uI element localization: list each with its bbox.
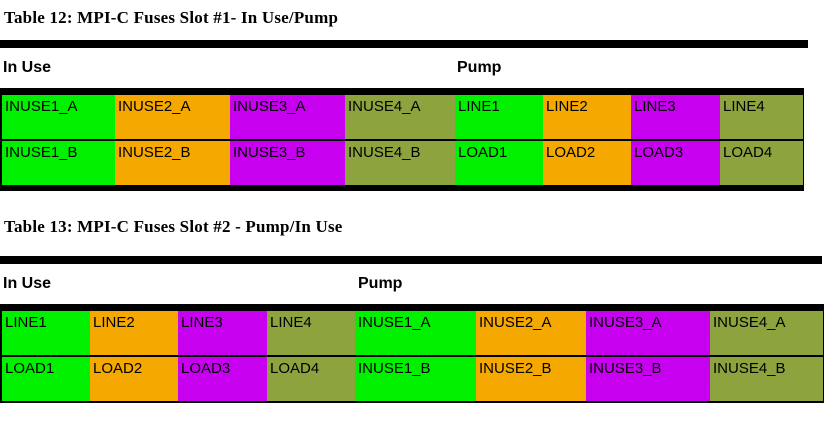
table-13-pump-header: Pump xyxy=(358,275,403,292)
fuse-cell-load4: LOAD4 xyxy=(720,141,803,185)
fuse-cell-inuse4_a: INUSE4_A xyxy=(345,95,455,139)
fuse-cell-inuse1_b: INUSE1_B xyxy=(355,357,476,401)
fuse-cell-line1: LINE1 xyxy=(455,95,543,139)
fuse-cell-inuse3_a: INUSE3_A xyxy=(586,311,710,355)
table-12-block: Table 12: MPI-C Fuses Slot #1- In Use/Pu… xyxy=(0,8,826,191)
fuse-cell-load2: LOAD2 xyxy=(543,141,631,185)
table-13-title: Table 13: MPI-C Fuses Slot #2 - Pump/In … xyxy=(4,217,343,236)
fuse-cell-inuse3_a: INUSE3_A xyxy=(230,95,345,139)
fuse-cell-line2: LINE2 xyxy=(543,95,631,139)
fuse-cell-inuse1_b: INUSE1_B xyxy=(2,141,115,185)
table-12-pump-header: Pump xyxy=(457,59,502,76)
table-13-top-rule xyxy=(0,256,822,264)
table-13-in-use-header: In Use xyxy=(3,275,52,292)
fuse-cell-inuse2_a: INUSE2_A xyxy=(476,311,586,355)
fuse-cell-load1: LOAD1 xyxy=(455,141,543,185)
table-12-header-row: In Use Pump xyxy=(0,48,826,88)
fuse-cell-load3: LOAD3 xyxy=(178,357,267,401)
fuse-cell-line2: LINE2 xyxy=(90,311,178,355)
fuse-cell-inuse1_a: INUSE1_A xyxy=(2,95,115,139)
fuse-cell-inuse4_b: INUSE4_B xyxy=(345,141,455,185)
fuse-cell-inuse2_b: INUSE2_B xyxy=(115,141,230,185)
fuse-cell-inuse4_b: INUSE4_B xyxy=(710,357,823,401)
table-13-block: Table 13: MPI-C Fuses Slot #2 - Pump/In … xyxy=(0,217,826,403)
table-12-title: Table 12: MPI-C Fuses Slot #1- In Use/Pu… xyxy=(4,8,339,27)
fuse-cell-line1: LINE1 xyxy=(2,311,90,355)
fuse-cell-inuse2_a: INUSE2_A xyxy=(115,95,230,139)
document: Table 12: MPI-C Fuses Slot #1- In Use/Pu… xyxy=(0,8,826,403)
fuse-cell-inuse3_b: INUSE3_B xyxy=(586,357,710,401)
fuse-cell-inuse3_b: INUSE3_B xyxy=(230,141,345,185)
fuse-cell-inuse1_a: INUSE1_A xyxy=(355,311,476,355)
fuse-cell-line4: LINE4 xyxy=(267,311,355,355)
fuse-cell-inuse4_a: INUSE4_A xyxy=(710,311,823,355)
table-12-in-use-header: In Use xyxy=(3,59,52,76)
fuse-cell-line4: LINE4 xyxy=(720,95,803,139)
table-12-top-rule xyxy=(0,40,808,48)
fuse-cell-line3: LINE3 xyxy=(631,95,720,139)
fuse-cell-load1: LOAD1 xyxy=(2,357,90,401)
table-13-header-row: In Use Pump xyxy=(0,264,826,304)
fuse-cell-line3: LINE3 xyxy=(178,311,267,355)
fuse-cell-load2: LOAD2 xyxy=(90,357,178,401)
fuse-cell-load3: LOAD3 xyxy=(631,141,720,185)
fuse-cell-inuse2_b: INUSE2_B xyxy=(476,357,586,401)
fuse-cell-load4: LOAD4 xyxy=(267,357,355,401)
